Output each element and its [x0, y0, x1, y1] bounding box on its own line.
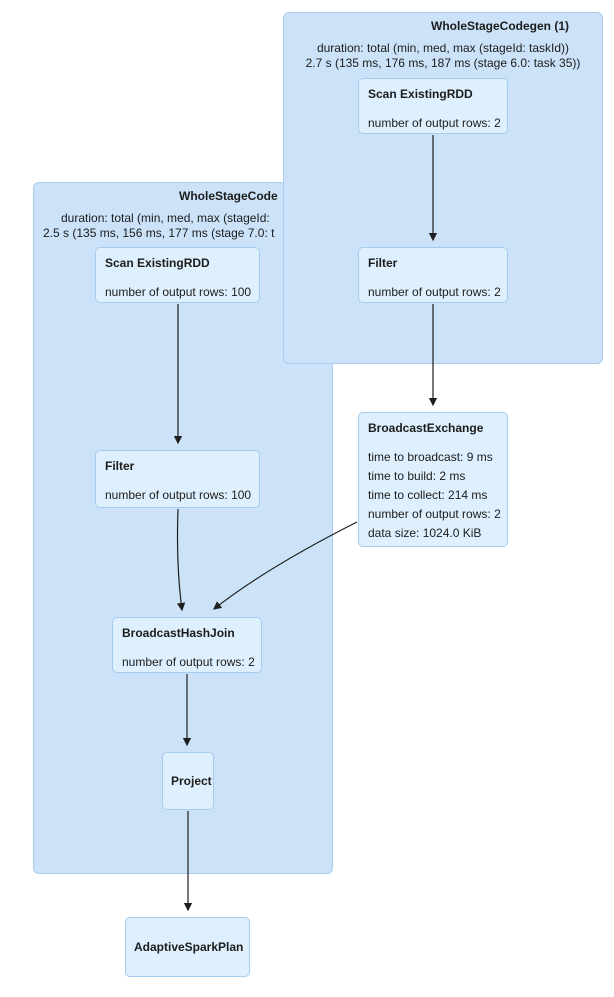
cluster-duration-line: 2.7 s (135 ms, 176 ms, 187 ms (stage 6.0… — [305, 56, 581, 70]
node-title: BroadcastHashJoin — [122, 626, 235, 640]
node-title: Scan ExistingRDD — [368, 87, 473, 101]
node-scan-existingrdd-2[interactable]: Scan ExistingRDD number of output rows: … — [95, 247, 260, 303]
node-metric: number of output rows: 2 — [368, 285, 501, 299]
node-broadcastexchange[interactable]: BroadcastExchange time to broadcast: 9 m… — [358, 412, 508, 547]
node-title: Scan ExistingRDD — [105, 256, 210, 270]
cluster-wholestagecodegen-1: WholeStageCodegen (1) duration: total (m… — [283, 12, 603, 364]
node-metric: time to collect: 214 ms — [368, 488, 488, 502]
cluster-title: WholeStageCode — [179, 189, 278, 203]
node-metric: number of output rows: 100 — [105, 488, 252, 502]
node-adaptivesparkplan[interactable]: AdaptiveSparkPlan — [125, 917, 250, 977]
node-title: Filter — [368, 256, 398, 270]
node-metric: data size: 1024.0 KiB — [368, 526, 482, 540]
node-metric: number of output rows: 2 — [368, 507, 501, 521]
cluster-duration-line: duration: total (min, med, max (stageId: — [61, 211, 270, 225]
cluster-duration-line: 2.5 s (135 ms, 156 ms, 177 ms (stage 7.0… — [43, 226, 275, 240]
node-title: Filter — [105, 459, 135, 473]
node-filter-1[interactable]: Filter number of output rows: 2 — [358, 247, 508, 303]
node-project[interactable]: Project — [162, 752, 214, 810]
node-metric: number of output rows: 2 — [368, 116, 501, 130]
node-scan-existingrdd-1[interactable]: Scan ExistingRDD number of output rows: … — [358, 78, 508, 134]
node-title: BroadcastExchange — [368, 421, 484, 435]
node-metric: number of output rows: 100 — [105, 285, 252, 299]
cluster-duration-line: duration: total (min, med, max (stageId:… — [316, 41, 570, 55]
node-broadcasthashjoin[interactable]: BroadcastHashJoin number of output rows:… — [112, 617, 262, 673]
node-filter-2[interactable]: Filter number of output rows: 100 — [95, 450, 260, 508]
node-title: Project — [171, 774, 212, 788]
node-metric: time to build: 2 ms — [368, 469, 466, 483]
cluster-title: WholeStageCodegen (1) — [431, 19, 570, 33]
node-title: AdaptiveSparkPlan — [134, 940, 244, 954]
node-metric: time to broadcast: 9 ms — [368, 450, 493, 464]
node-metric: number of output rows: 2 — [122, 655, 255, 669]
